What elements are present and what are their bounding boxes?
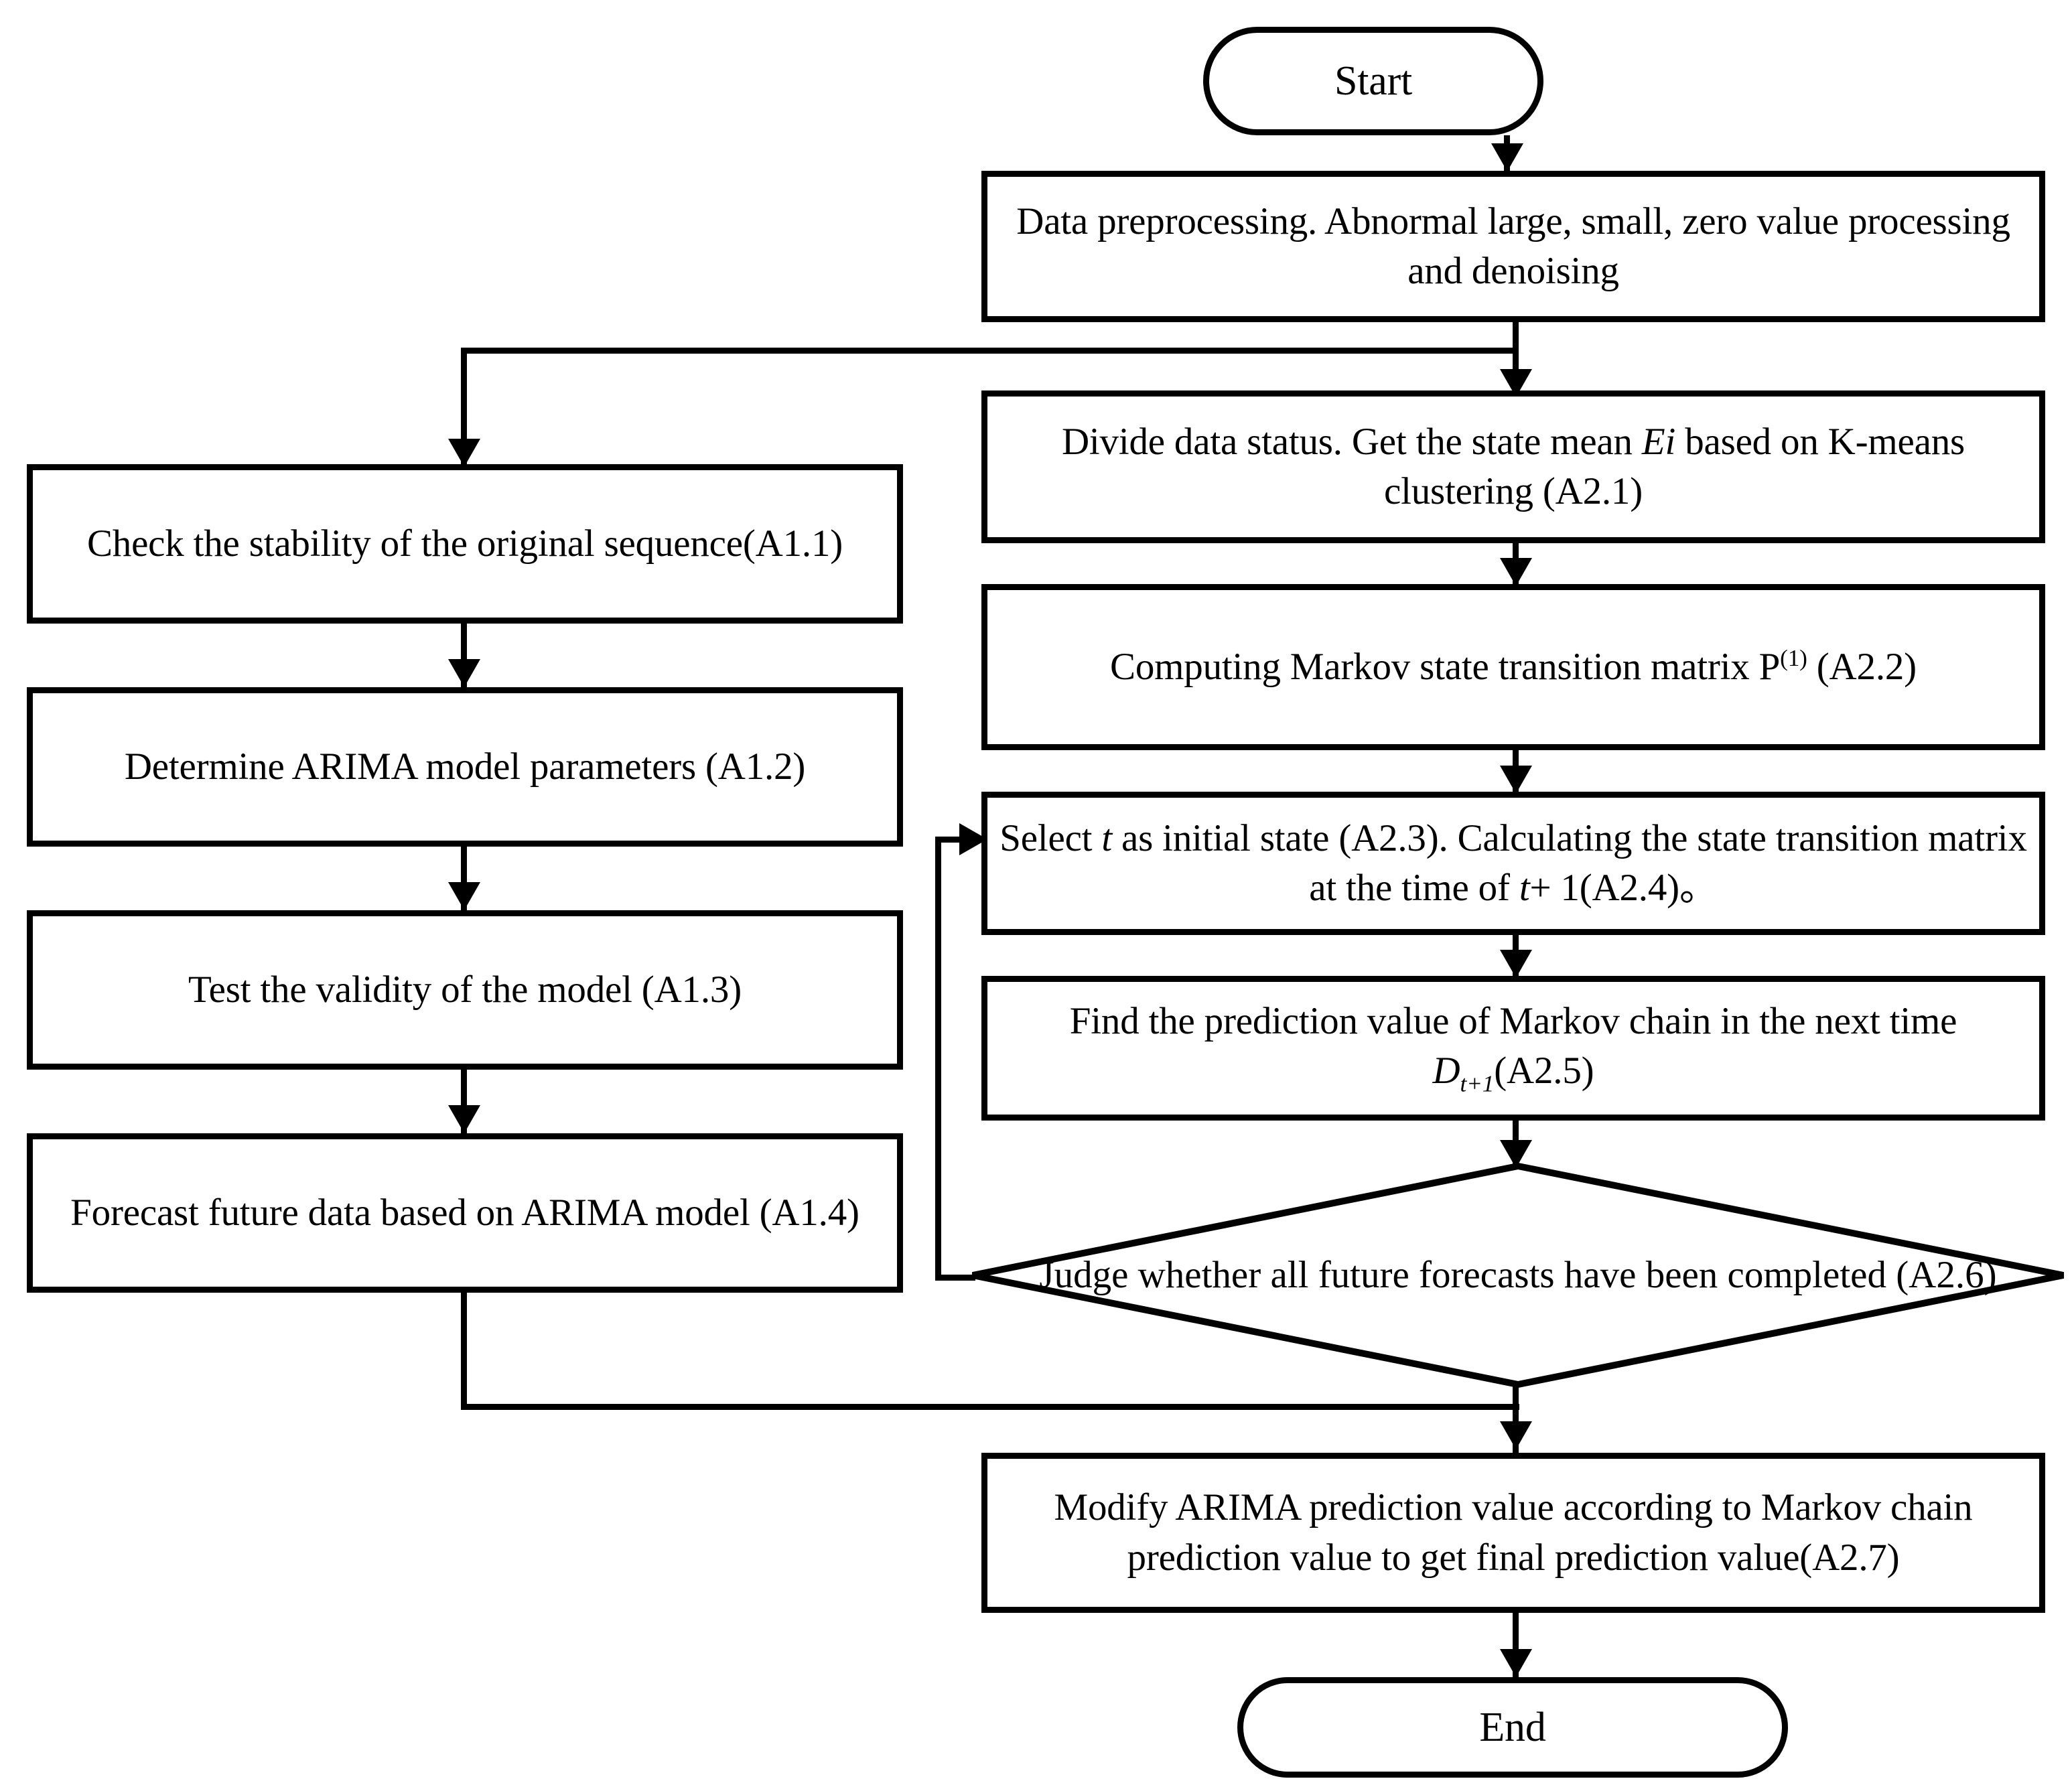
node-a2-1-label: Divide data status. Get the state mean E… <box>987 417 2039 516</box>
a2-3-text-part3: + 1(A2.4)。 <box>1529 867 1718 909</box>
a2-1-text-part2: based on K-means clustering (A2.1) <box>1384 420 1965 512</box>
node-a2-5-label: Find the prediction value of Markov chai… <box>987 997 2039 1099</box>
connector-a2-7-to-end <box>1513 1613 1519 1677</box>
a2-1-text-part1: Divide data status. Get the state mean <box>1061 420 1642 463</box>
a2-2-superscript: (1) <box>1780 644 1807 671</box>
connector-a2-6-to-a2-7 <box>1513 1382 1519 1453</box>
arrowhead-a2-6-to-a2-7 <box>1500 1421 1532 1449</box>
a2-1-text-italic: Ei <box>1641 420 1676 463</box>
node-a2-6-label: Judge whether all future forecasts have … <box>1039 1253 1997 1296</box>
node-a1-3-label: Test the validity of the model (A1.3) <box>188 968 742 1011</box>
arrowhead-a2-1-to-a2-2 <box>1500 558 1532 586</box>
node-a2-7-label: Modify ARIMA prediction value according … <box>1054 1486 1973 1579</box>
node-start[interactable]: Start <box>1203 27 1543 135</box>
node-a2-2-label: Computing Markov state transition matrix… <box>987 642 2039 692</box>
connector-preprocessing-stub <box>1513 321 1519 354</box>
node-end[interactable]: End <box>1237 1677 1788 1778</box>
node-a1-2-determine-parameters[interactable]: Determine ARIMA model parameters (A1.2) <box>27 687 903 847</box>
node-a2-2-transition-matrix[interactable]: Computing Markov state transition matrix… <box>981 584 2045 750</box>
node-a1-3-test-validity[interactable]: Test the validity of the model (A1.3) <box>27 910 903 1070</box>
a2-5-italic-d: D <box>1432 1050 1460 1092</box>
a2-2-text-part1: Computing Markov state transition matrix… <box>1110 645 1781 688</box>
diamond-shape <box>972 1162 2064 1388</box>
arrowhead-to-a1-1 <box>448 439 480 467</box>
node-a2-3-select-initial-state[interactable]: Select t as initial state (A2.3). Calcul… <box>981 792 2045 935</box>
node-a1-1-check-stability[interactable]: Check the stability of the original sequ… <box>27 464 903 624</box>
connector-bus-to-a1-1 <box>461 348 467 468</box>
connector-a1-3-to-a1-4 <box>461 1069 467 1133</box>
connector-preprocessing-to-left-column-bus <box>461 348 1519 354</box>
node-a1-1-label: Check the stability of the original sequ… <box>86 522 843 565</box>
connector-feedback-bottom <box>935 1275 975 1281</box>
a2-2-text-part2: (A2.2) <box>1807 645 1917 688</box>
arrowhead-a1-1-to-a1-2 <box>448 659 480 687</box>
connector-feedback-riser <box>935 837 941 1279</box>
node-a2-5-find-prediction-value[interactable]: Find the prediction value of Markov chai… <box>981 976 2045 1121</box>
connector-a1-4-down <box>461 1289 467 1410</box>
a2-3-text-part1: Select <box>999 816 1102 859</box>
connector-a1-1-to-a1-2 <box>461 623 467 687</box>
connector-a1-2-to-a1-3 <box>461 846 467 910</box>
node-a1-4-label: Forecast future data based on ARIMA mode… <box>70 1191 859 1234</box>
a2-3-italic-t1: t <box>1101 816 1112 859</box>
a2-5-subscript: t+1 <box>1460 1070 1495 1097</box>
node-data-preprocessing-label: Data preprocessing. Abnormal large, smal… <box>1016 200 2010 292</box>
node-a2-3-label: Select t as initial state (A2.3). Calcul… <box>987 814 2039 913</box>
arrowhead-start-to-preprocessing <box>1491 143 1523 171</box>
node-a1-2-label: Determine ARIMA model parameters (A1.2) <box>124 745 806 788</box>
arrowhead-a2-7-to-end <box>1500 1649 1532 1677</box>
arrowhead-a2-2-to-a2-3 <box>1500 766 1532 794</box>
node-start-label: Start <box>1334 58 1413 104</box>
node-end-label: End <box>1479 1704 1546 1750</box>
connector-a1-4-to-a2-7-bus <box>461 1404 1519 1410</box>
node-a2-1-divide-data-status[interactable]: Divide data status. Get the state mean E… <box>981 390 2045 543</box>
node-data-preprocessing[interactable]: Data preprocessing. Abnormal large, smal… <box>981 171 2045 322</box>
node-a2-7-modify-prediction[interactable]: Modify ARIMA prediction value according … <box>981 1453 2045 1613</box>
arrowhead-a2-3-to-a2-5 <box>1500 950 1532 978</box>
a2-3-italic-t2: t <box>1519 867 1530 909</box>
node-a1-4-forecast-future-data[interactable]: Forecast future data based on ARIMA mode… <box>27 1133 903 1293</box>
arrowhead-a1-3-to-a1-4 <box>448 1105 480 1133</box>
a2-5-text-part1: Find the prediction value of Markov chai… <box>1069 1000 1957 1043</box>
node-a2-6-judge-decision[interactable]: Judge whether all future forecasts have … <box>969 1162 2067 1388</box>
a2-3-text-part2: as initial state (A2.3). Calculating the… <box>1112 816 2027 909</box>
a2-5-text-part2: (A2.5) <box>1494 1050 1594 1092</box>
arrowhead-a1-2-to-a1-3 <box>448 882 480 910</box>
